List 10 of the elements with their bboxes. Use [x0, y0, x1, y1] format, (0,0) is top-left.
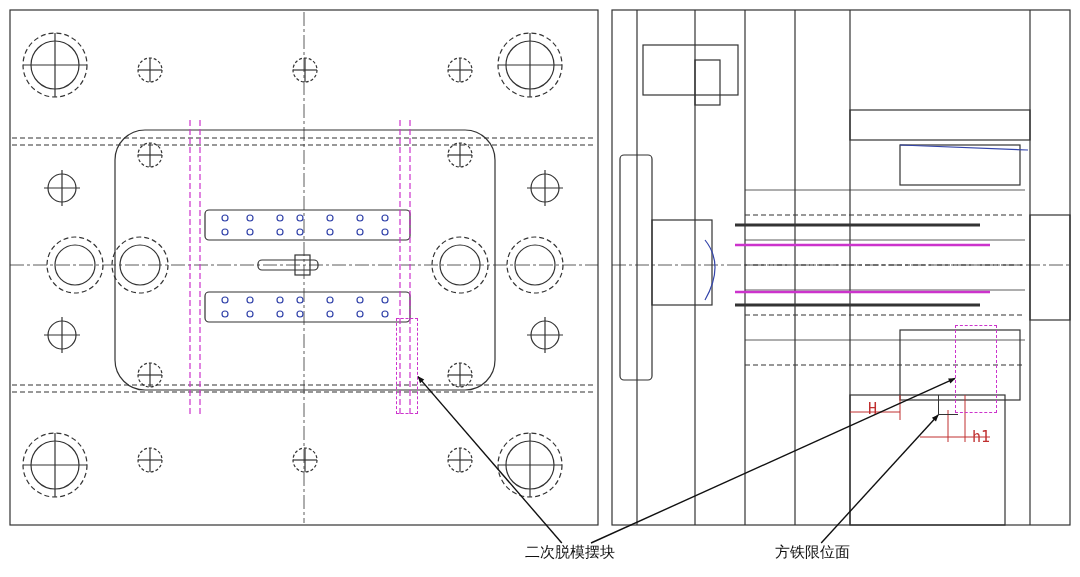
callout-label: 方铁限位面: [775, 543, 850, 562]
swing-block-outline: [396, 318, 418, 414]
leader-line: [820, 414, 939, 544]
dimension-label: H: [868, 400, 878, 418]
callout-label: 二次脱模摆块: [525, 543, 615, 562]
swing-block-outline: [955, 325, 997, 413]
leader-line: [417, 375, 563, 544]
dimension-label: h1: [972, 428, 991, 446]
leader-line: [590, 377, 956, 544]
limit-surface: [938, 395, 958, 415]
